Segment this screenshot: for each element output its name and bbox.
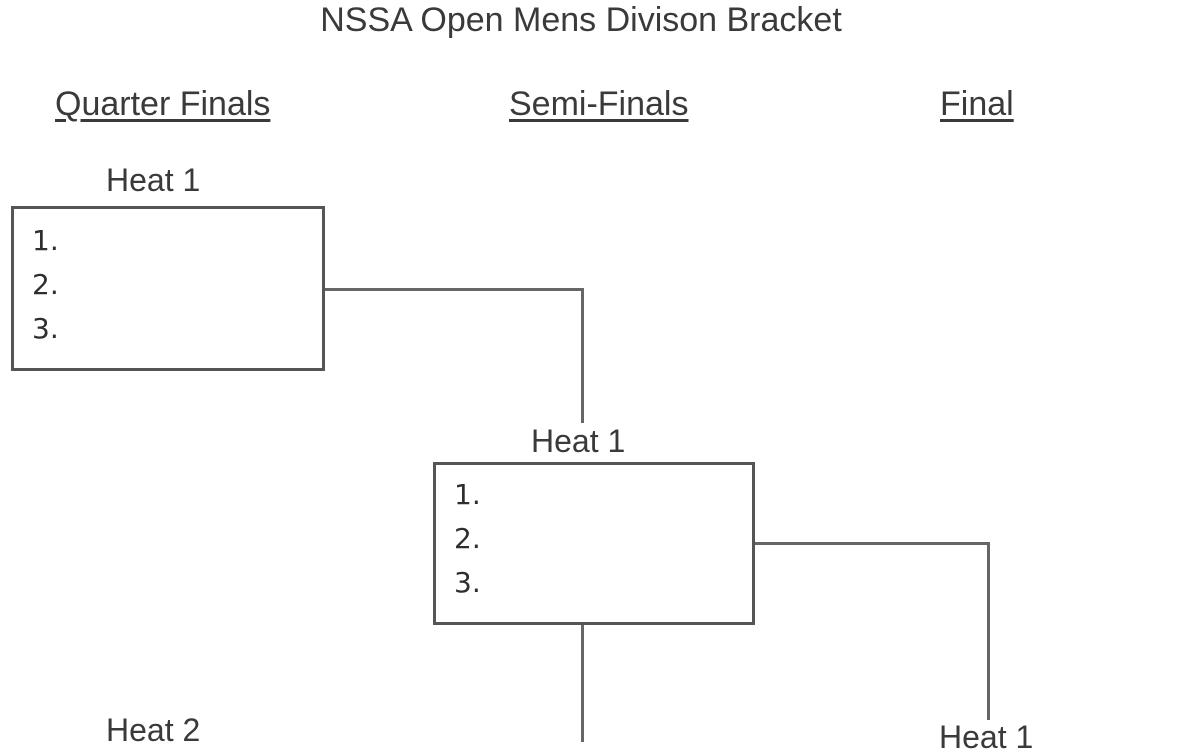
qf-heat1-slot-3: 3. xyxy=(32,312,59,345)
connector-qf2-vertical xyxy=(581,625,584,742)
connector-sf1-horizontal xyxy=(755,542,990,545)
qf-heat1-label: Heat 1 xyxy=(106,162,201,198)
qf-heat1-slot-1: 1. xyxy=(32,224,59,257)
sf-heat1-box: 1. 2. 3. xyxy=(433,462,755,625)
qf-heat1-slot-2: 2. xyxy=(32,268,59,301)
final-heat1-label: Heat 1 xyxy=(939,719,1034,755)
qf-heat2-label: Heat 2 xyxy=(106,712,201,748)
sf-heat1-slot-1: 1. xyxy=(454,478,481,511)
round-label-quarter-finals: Quarter Finals xyxy=(55,85,271,123)
round-label-semi-finals: Semi-Finals xyxy=(509,85,689,123)
sf-heat1-label: Heat 1 xyxy=(531,423,626,459)
connector-sf1-vertical xyxy=(987,542,990,720)
connector-qf1-horizontal xyxy=(325,288,584,291)
qf-heat1-box: 1. 2. 3. xyxy=(11,206,325,371)
connector-qf1-vertical xyxy=(581,288,584,423)
sf-heat1-slot-3: 3. xyxy=(454,566,481,599)
bracket-title: NSSA Open Mens Divison Bracket xyxy=(320,1,842,39)
sf-heat1-slot-2: 2. xyxy=(454,522,481,555)
round-label-final: Final xyxy=(940,85,1014,123)
